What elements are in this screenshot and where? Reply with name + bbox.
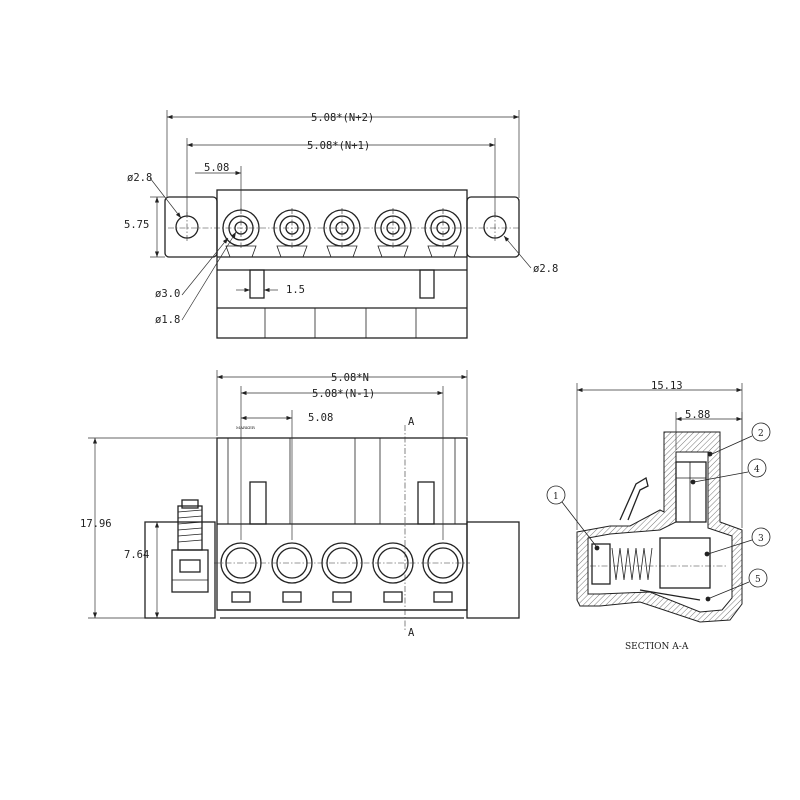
- callout-4: 4: [693, 458, 767, 483]
- section-caption: SECTION A-A: [625, 642, 689, 652]
- right-flange: [466, 196, 520, 258]
- dim-flange-height-front: 7.64: [124, 549, 149, 561]
- dim-left-hole-dia: ø2.8: [127, 172, 152, 184]
- callout-2: 2: [711, 422, 771, 455]
- svg-text:5: 5: [755, 575, 761, 585]
- dim-slot-width: 1.5: [286, 284, 305, 296]
- dim-right-hole-dia: ø2.8: [533, 263, 558, 275]
- dim-flange-height: 5.75: [124, 219, 149, 231]
- front-right-flange: [466, 521, 520, 619]
- section-view: 15.13 5.88 1 2 4 3 5: [546, 380, 771, 652]
- top-body: [216, 189, 468, 339]
- top-view: 5.08*(N+2) 5.08*(N+1) 5.08 ø2.8 5.75 ø2.…: [124, 110, 558, 339]
- dim-front-inner: 5.08*(N-1): [312, 388, 375, 400]
- svg-text:2: 2: [758, 429, 764, 439]
- tiny-label: MARKER: [236, 425, 256, 430]
- callout-1: 1: [546, 485, 597, 547]
- dim-front-pitch: 5.08: [308, 412, 333, 424]
- dim-outer-diameter: ø3.0: [155, 288, 180, 300]
- dim-total-height: 17.96: [80, 518, 112, 530]
- section-mark-top: A: [408, 416, 415, 428]
- callout-3: 3: [707, 527, 771, 555]
- dim-inner-diameter: ø1.8: [155, 314, 180, 326]
- dim-top-pitch: 5.08: [204, 162, 229, 174]
- svg-text:4: 4: [754, 465, 760, 475]
- front-left-flange: [144, 521, 216, 619]
- svg-text:1: 1: [553, 492, 559, 502]
- section-mark-bottom: A: [408, 627, 415, 639]
- svg-text:3: 3: [758, 534, 764, 544]
- left-flange: [164, 196, 218, 258]
- dim-section-depth: 15.13: [651, 380, 683, 392]
- front-view: A A MARKER 5.08*N 5.08*(N-1) 5.08 17.96 …: [80, 370, 520, 639]
- callout-5: 5: [709, 568, 768, 599]
- dim-section-offset: 5.88: [685, 409, 710, 421]
- flange-screw: [171, 499, 209, 593]
- dim-overall-width: 5.08*(N+2): [311, 112, 374, 124]
- dim-inner-width: 5.08*(N+1): [307, 140, 370, 152]
- dim-front-width: 5.08*N: [331, 372, 369, 384]
